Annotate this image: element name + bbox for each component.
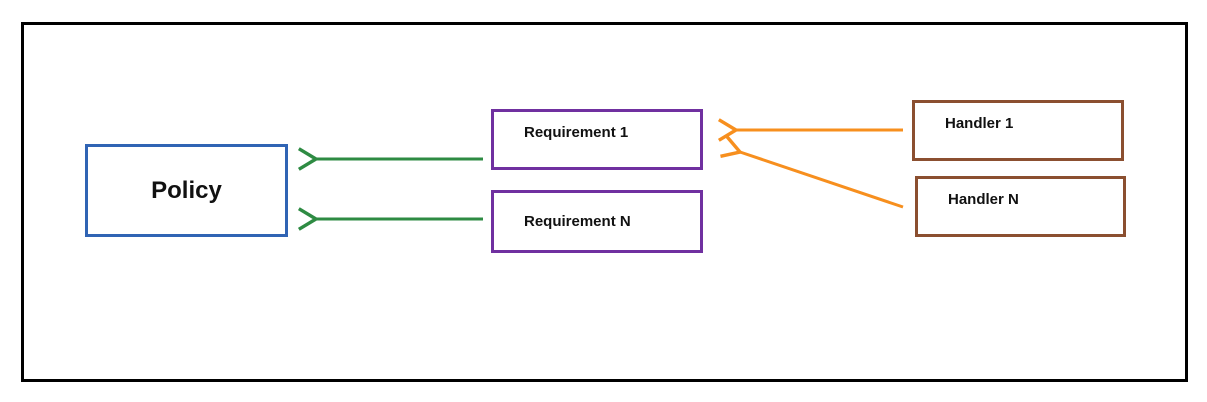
policy-label: Policy: [151, 176, 222, 204]
node-policy: Policy: [85, 144, 288, 237]
requirement-1-label: Requirement 1: [524, 124, 629, 141]
handler-1-label: Handler 1: [945, 115, 1014, 132]
requirement-n-label: Requirement N: [524, 213, 631, 230]
node-requirement-1: Requirement 1: [491, 109, 703, 170]
node-handler-1: Handler 1: [912, 100, 1124, 161]
node-handler-n: Handler N: [915, 176, 1126, 237]
diagram-frame: [21, 22, 1188, 382]
handler-n-label: Handler N: [948, 191, 1019, 208]
node-requirement-n: Requirement N: [491, 190, 703, 253]
